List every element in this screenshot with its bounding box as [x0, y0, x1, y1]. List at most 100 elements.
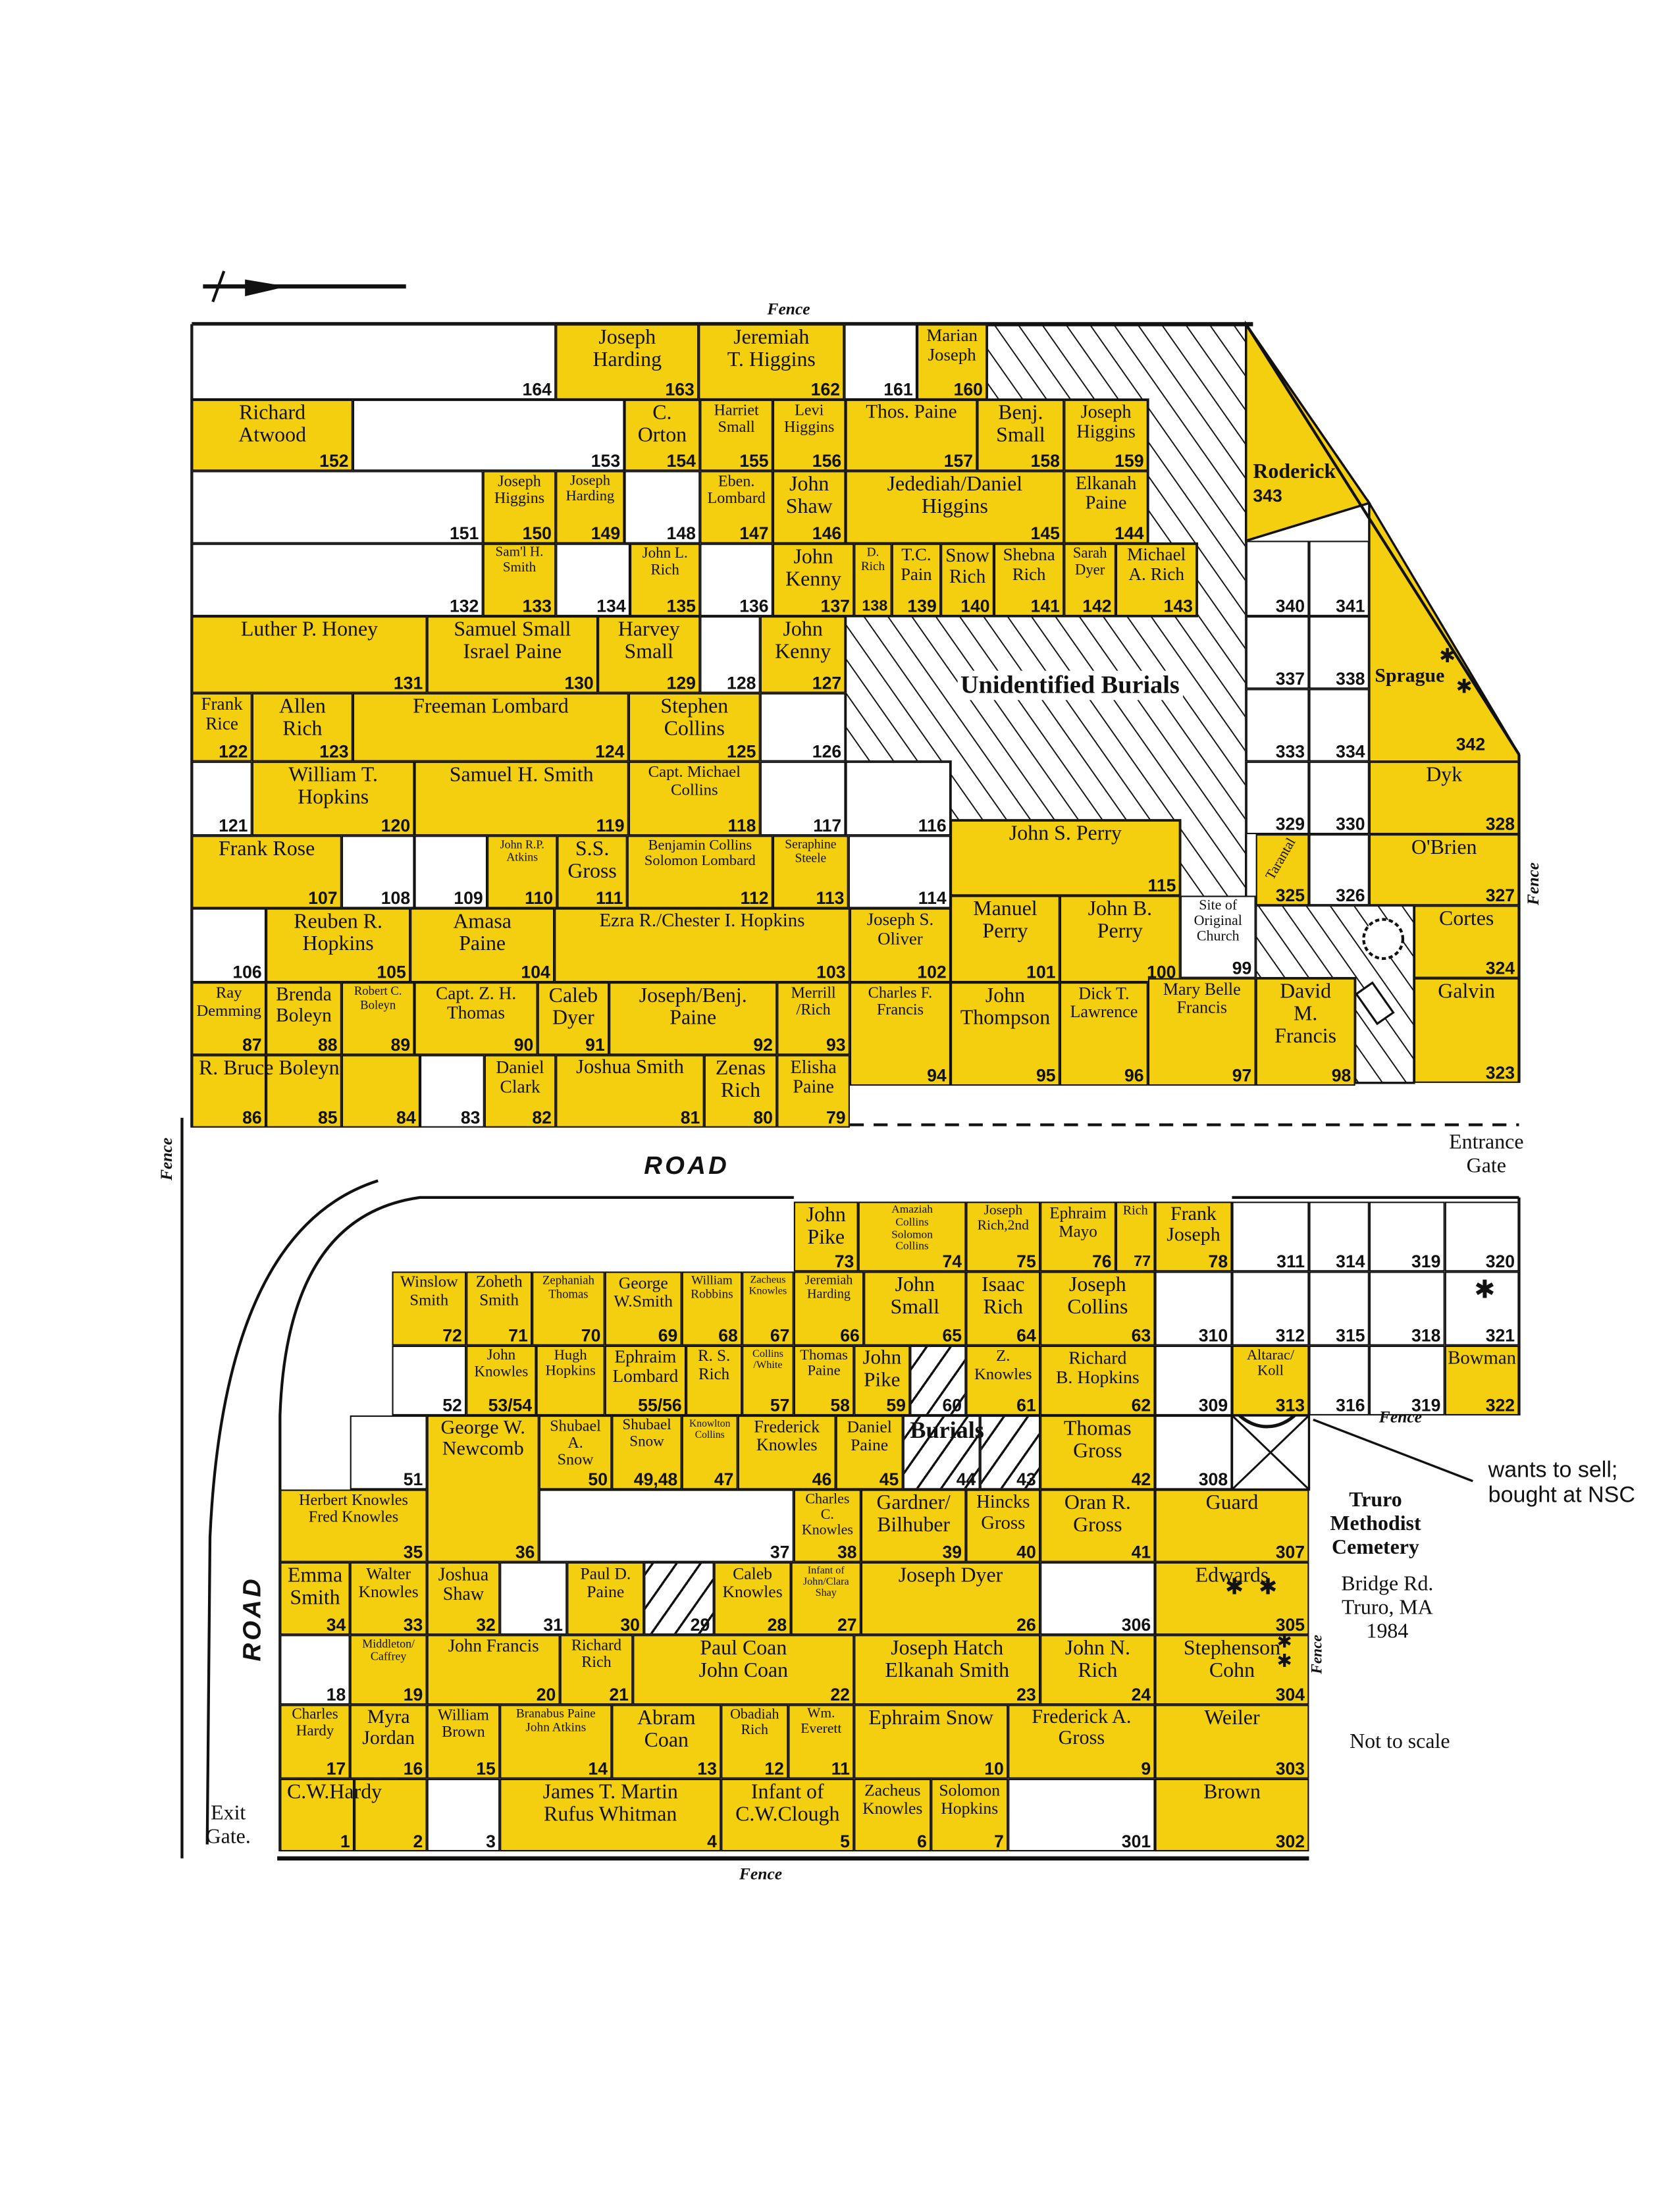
plot-18[interactable]: 18: [280, 1635, 350, 1705]
plot-3[interactable]: 3: [427, 1778, 500, 1852]
plot-128[interactable]: 128: [700, 616, 760, 693]
plot-60[interactable]: 60: [910, 1345, 966, 1415]
plot-31[interactable]: 31: [500, 1562, 567, 1635]
plot-330[interactable]: 330: [1309, 761, 1369, 835]
plot-84[interactable]: 84: [341, 1055, 421, 1128]
plot-151[interactable]: 151: [192, 471, 483, 544]
plot-329[interactable]: 329: [1246, 761, 1309, 835]
plot-306[interactable]: 306: [1040, 1562, 1155, 1635]
plot-117[interactable]: 117: [760, 761, 846, 836]
plot-85[interactable]: 85: [266, 1055, 342, 1128]
plot-43[interactable]: 43: [980, 1415, 1041, 1490]
plot-301[interactable]: 301: [1008, 1778, 1155, 1852]
plot-161[interactable]: 161: [844, 324, 917, 400]
plot-2[interactable]: 2: [354, 1778, 427, 1852]
plot-153[interactable]: 153: [352, 400, 625, 471]
plot-148[interactable]: 148: [624, 471, 700, 544]
plot-sub-127[interactable]: Hugh Hopkins: [536, 1345, 605, 1415]
plot-108[interactable]: 108: [341, 835, 415, 909]
plot-340[interactable]: 340: [1246, 541, 1309, 616]
plot-310[interactable]: 310: [1155, 1271, 1232, 1346]
plot-164[interactable]: 164: [192, 324, 556, 400]
plot-29[interactable]: 29: [644, 1562, 714, 1635]
plot-126[interactable]: 126: [760, 693, 846, 762]
plot-319[interactable]: 319: [1369, 1345, 1445, 1415]
plot-309[interactable]: 309: [1155, 1345, 1232, 1415]
